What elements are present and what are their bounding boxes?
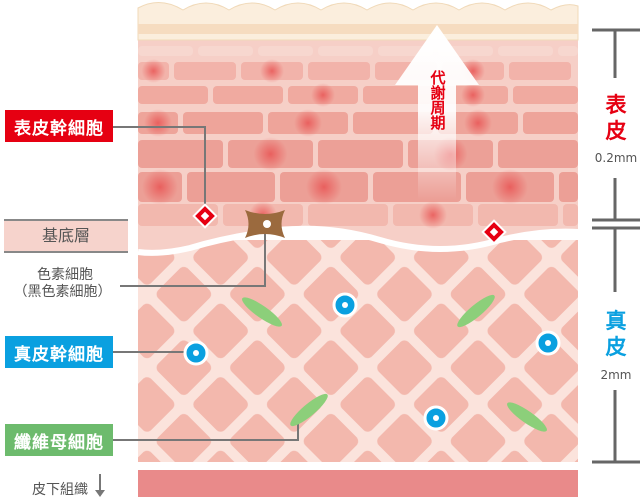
cell xyxy=(318,140,403,168)
basal-layer-label: 基底層 xyxy=(4,219,128,253)
cell xyxy=(308,62,370,80)
cell xyxy=(174,62,236,80)
melanocyte-sublabel: （黑色素細胞） xyxy=(13,284,112,300)
cell xyxy=(138,46,193,56)
cell xyxy=(498,46,553,56)
subcutaneous-label: 皮下組織 xyxy=(32,482,88,498)
fibroblast-icons xyxy=(242,294,547,432)
arrow-down-icon xyxy=(95,490,105,497)
scale-bar xyxy=(592,28,640,464)
melanocyte-icon xyxy=(245,210,285,238)
cell xyxy=(478,204,558,226)
cell-nucleus xyxy=(311,83,335,107)
dermal-stem-cell-label: 真皮幹細胞 xyxy=(5,336,113,368)
leader-lines xyxy=(99,126,299,494)
cell xyxy=(198,46,253,56)
cell-nucleus xyxy=(306,169,342,205)
cell xyxy=(258,46,313,56)
cell xyxy=(563,204,578,226)
cell xyxy=(187,172,275,202)
cell xyxy=(353,112,433,134)
cell-nucleus xyxy=(464,109,492,137)
dermis-scale-label: 真皮 xyxy=(605,309,627,359)
cell xyxy=(509,62,571,80)
dermis-thickness: 2mm xyxy=(600,368,632,382)
cell-nucleus xyxy=(260,59,284,83)
dermis-layer xyxy=(138,240,578,462)
melanocyte-label: 色素細胞 xyxy=(37,267,93,283)
turnover-label: 代謝周期 xyxy=(422,70,452,135)
cell-nucleus xyxy=(419,201,447,229)
dermal-stem-cell-dots xyxy=(193,302,551,421)
cell xyxy=(363,86,433,104)
cell-nucleus xyxy=(294,109,322,137)
epidermis-thickness: 0.2mm xyxy=(594,151,638,165)
cell xyxy=(523,112,578,134)
cell-nucleus xyxy=(253,137,288,171)
cell-nucleus xyxy=(492,169,528,205)
subcutaneous-layer xyxy=(138,470,578,497)
cell xyxy=(498,140,578,168)
cell-nucleus xyxy=(141,59,166,83)
turnover-arrow-icon xyxy=(395,25,479,200)
cell xyxy=(558,46,578,56)
cell-nucleus xyxy=(142,169,178,205)
epidermal-stem-cell-markers xyxy=(192,203,507,245)
cell xyxy=(318,46,373,56)
epidermis-scale-label: 表皮 xyxy=(605,93,627,143)
stratum-corneum xyxy=(137,2,579,41)
cell xyxy=(559,172,578,202)
epidermis-layer xyxy=(137,40,579,256)
cell xyxy=(138,140,223,168)
cell xyxy=(308,204,388,226)
cell xyxy=(213,86,283,104)
cell xyxy=(138,86,208,104)
cell-nucleus xyxy=(461,83,485,107)
cell xyxy=(183,112,263,134)
fibroblast-label: 纖維母細胞 xyxy=(5,424,113,456)
epidermal-stem-cell-label: 表皮幹細胞 xyxy=(5,110,113,142)
turnover-text: 代謝周期 xyxy=(428,70,447,130)
cell xyxy=(513,86,578,104)
cell-nucleus xyxy=(144,109,172,137)
